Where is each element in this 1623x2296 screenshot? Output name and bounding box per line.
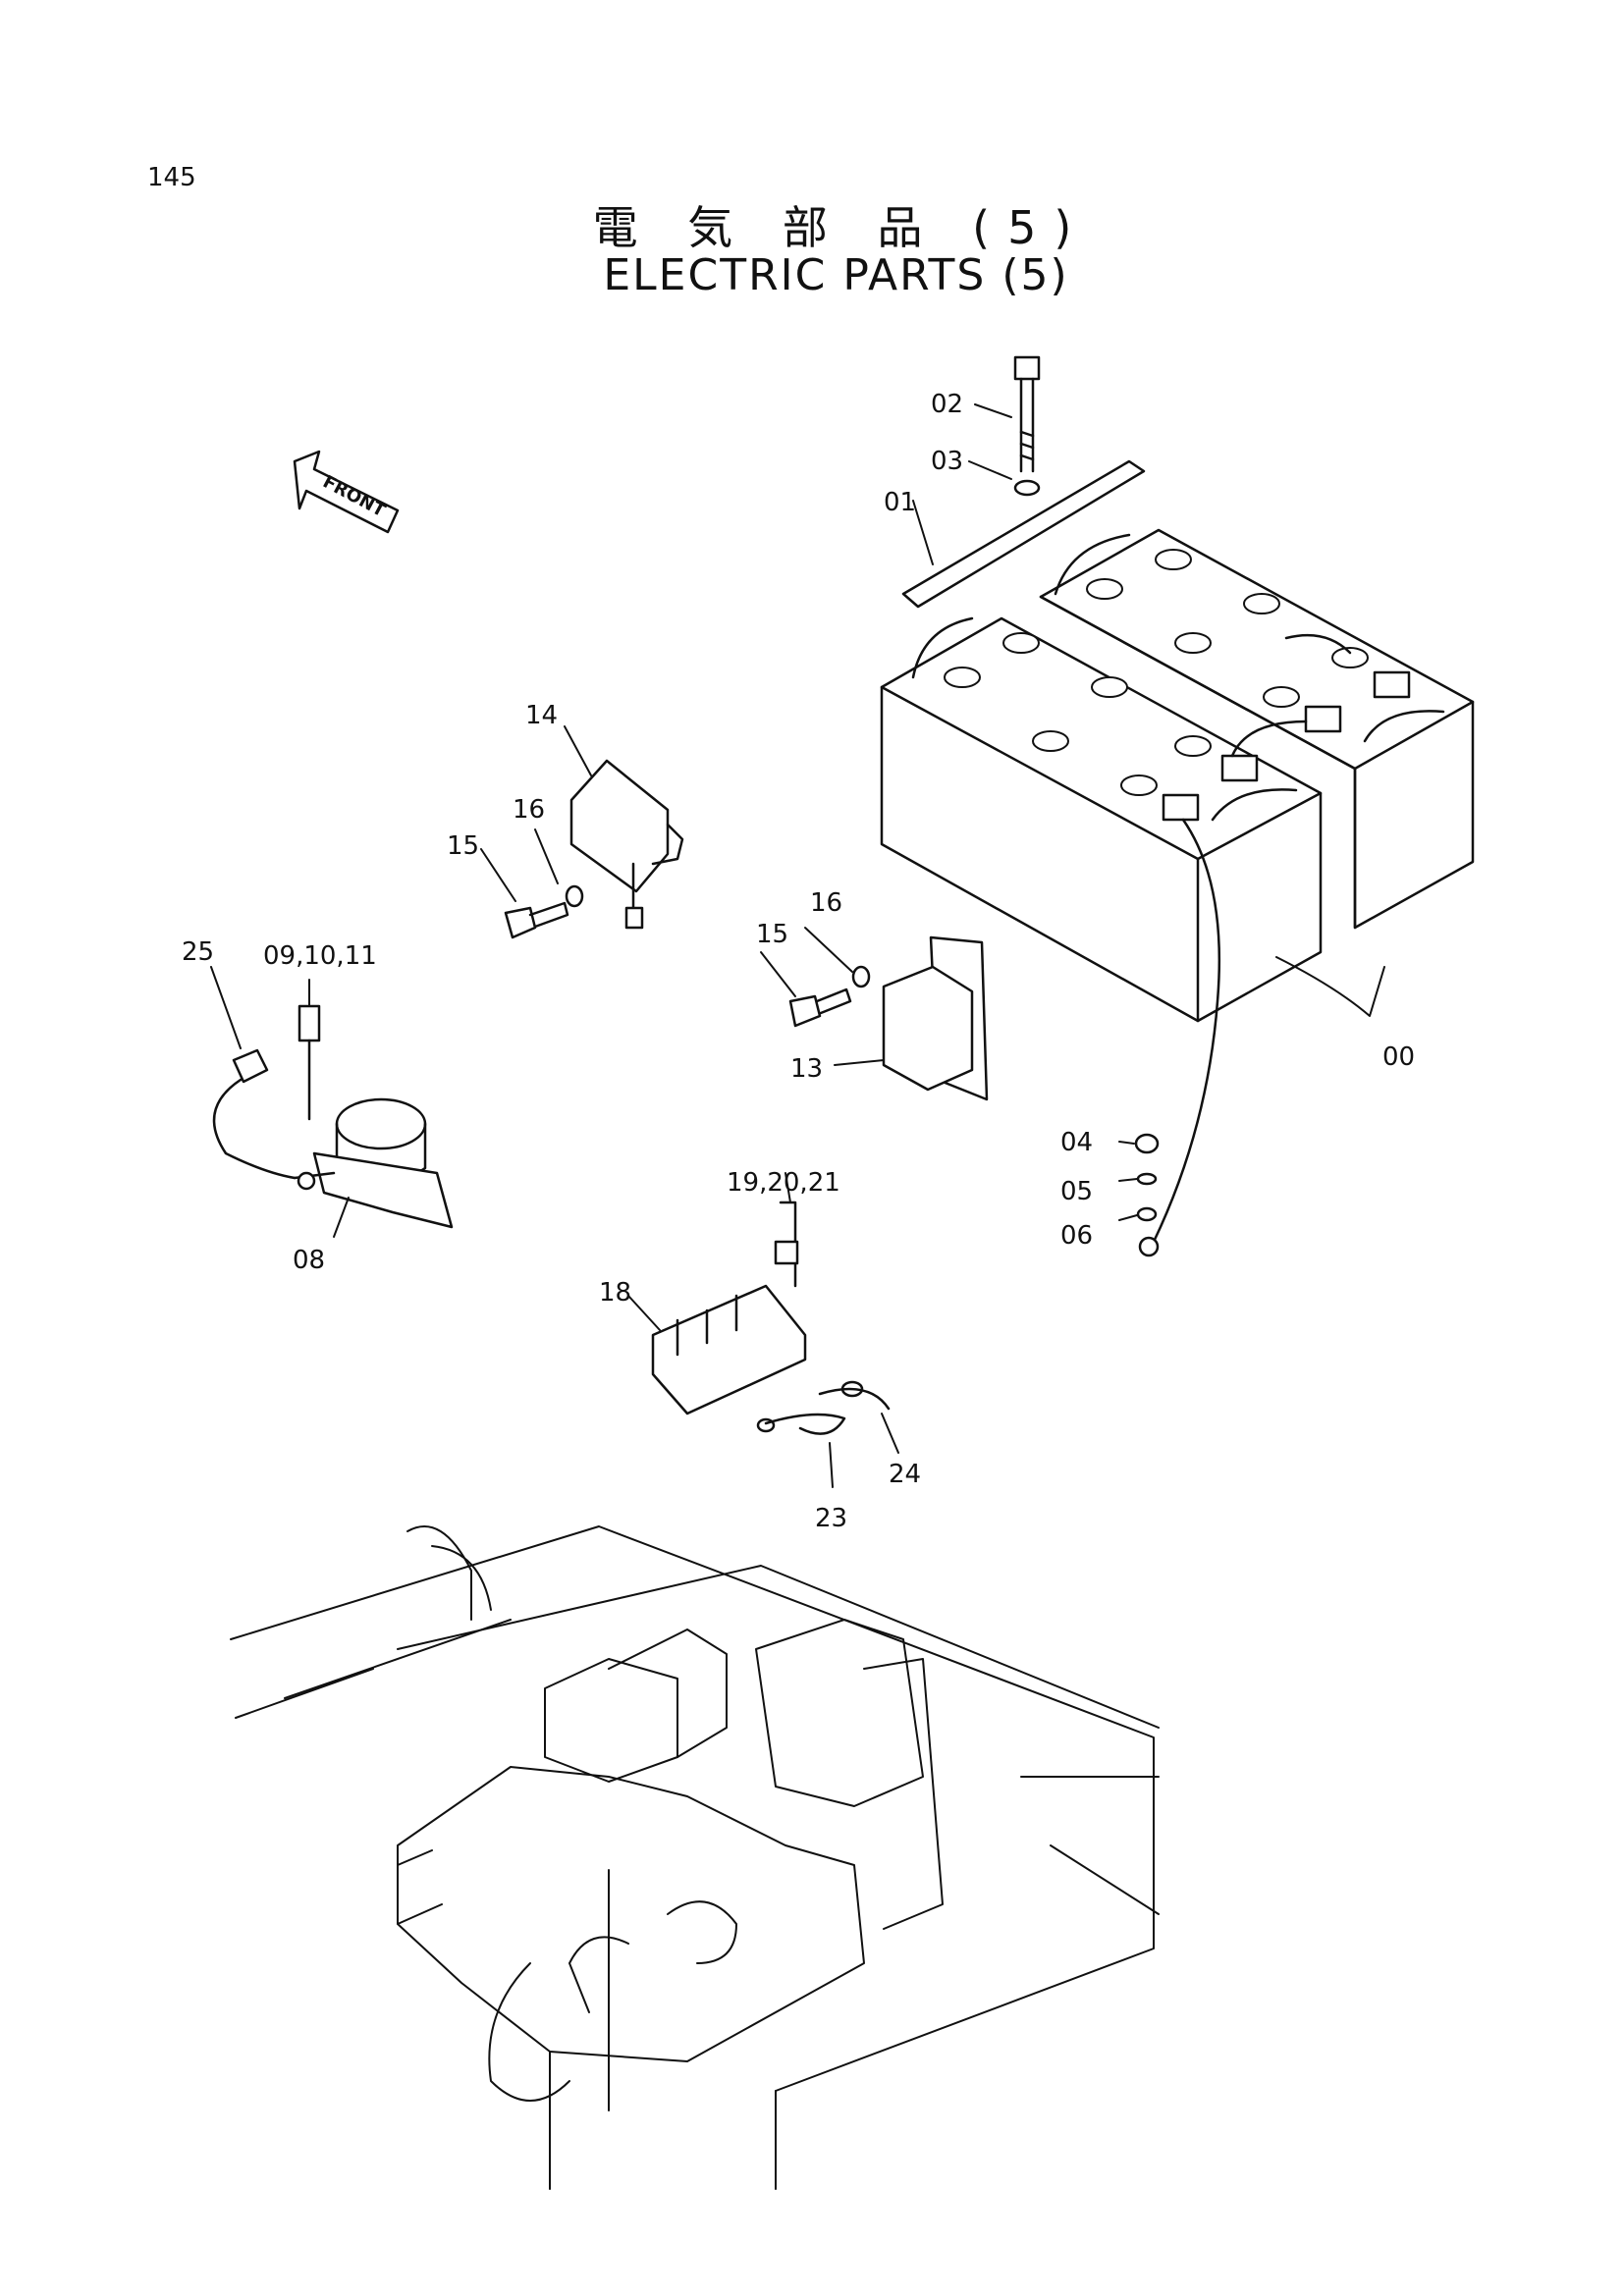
callout-05: 05 bbox=[1060, 1177, 1093, 1206]
front-arrow-icon bbox=[293, 450, 400, 534]
battery-hold-bar bbox=[901, 459, 1146, 609]
callout-25: 25 bbox=[182, 937, 214, 967]
page-number: 145 bbox=[147, 163, 196, 192]
callout-06: 06 bbox=[1060, 1221, 1093, 1251]
cable-23 bbox=[764, 1413, 846, 1435]
callout-15-lower: 15 bbox=[756, 920, 788, 949]
regulator-13 bbox=[882, 935, 989, 1101]
relay-unit-14 bbox=[569, 759, 684, 930]
callout-09-10-11: 09,10,11 bbox=[263, 941, 377, 971]
washer-icon bbox=[1013, 479, 1041, 497]
callout-24: 24 bbox=[889, 1460, 921, 1489]
callout-13: 13 bbox=[790, 1054, 823, 1084]
callout-14: 14 bbox=[525, 701, 558, 730]
callout-00: 00 bbox=[1382, 1042, 1415, 1072]
callout-16-upper: 16 bbox=[513, 795, 545, 825]
callout-19-20-21: 19,20,21 bbox=[727, 1168, 840, 1198]
battery-relay-08 bbox=[212, 1004, 454, 1229]
callout-04: 04 bbox=[1060, 1128, 1093, 1157]
washer-icon bbox=[1136, 1206, 1158, 1222]
callout-08: 08 bbox=[293, 1246, 325, 1275]
callout-labels: 00 01 02 03 04 05 06 08 09,10,11 13 14 1… bbox=[182, 390, 1415, 1533]
washer-icon bbox=[1136, 1172, 1158, 1186]
cable-24 bbox=[818, 1387, 891, 1411]
terminal-block-18 bbox=[651, 1201, 807, 1415]
callout-16-lower: 16 bbox=[810, 888, 842, 918]
washer-icon bbox=[851, 965, 871, 988]
callout-15-upper: 15 bbox=[447, 831, 479, 861]
bolt-icon bbox=[1013, 355, 1041, 473]
callout-01: 01 bbox=[884, 488, 916, 517]
callout-02: 02 bbox=[931, 390, 963, 419]
washer-icon bbox=[565, 884, 584, 908]
bolt-icon bbox=[504, 901, 569, 939]
callout-23: 23 bbox=[815, 1504, 847, 1533]
page-title-japanese: 電 気 部 品 (5) bbox=[592, 201, 1090, 254]
callout-18: 18 bbox=[599, 1278, 631, 1308]
callout-03: 03 bbox=[931, 447, 963, 476]
machine-overview bbox=[230, 1525, 1160, 2190]
bolt-icon bbox=[788, 988, 852, 1028]
nut-icon bbox=[1134, 1133, 1160, 1154]
page-title-english: ELECTRIC PARTS (5) bbox=[603, 250, 1069, 300]
battery-assembly bbox=[880, 528, 1475, 1257]
